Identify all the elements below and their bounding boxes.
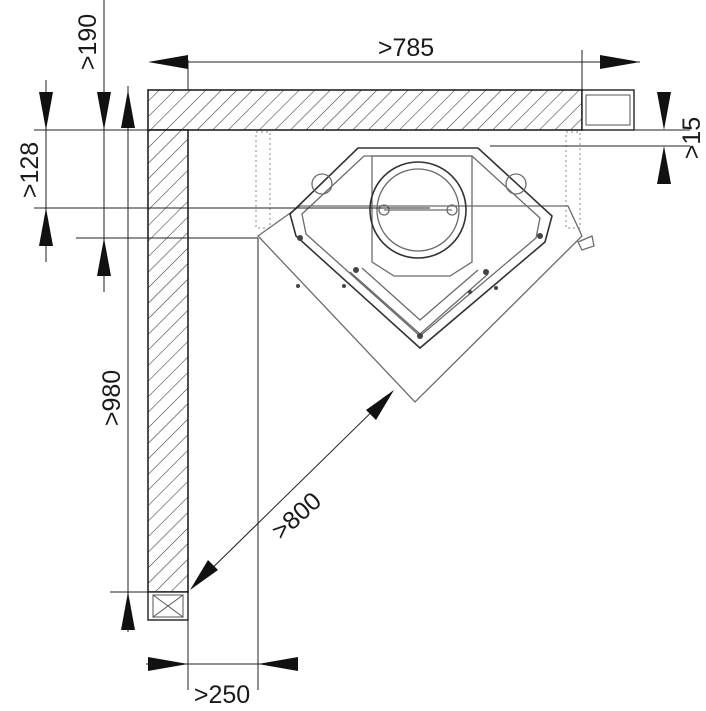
dim-wall-offset-top: >190 [74,14,102,70]
top-wall [147,89,583,131]
dim-wall-length: >980 [98,370,126,426]
dimension-arrows [39,55,671,671]
dim-left-offset: >128 [16,142,44,198]
insulation-strip-right [565,131,581,229]
dim-bottom-offset: >250 [194,681,250,709]
stove-top-view [257,147,595,403]
dim-right-clearance: >15 [678,117,706,159]
left-wall-end-block [147,591,189,621]
insulation-strip-left [255,131,271,229]
dim-diagonal-clearance: >800 [266,487,327,545]
extension-lines [34,0,690,690]
left-wall [147,129,189,593]
dim-top-width: >785 [378,34,434,62]
top-wall-end-block [581,89,635,131]
